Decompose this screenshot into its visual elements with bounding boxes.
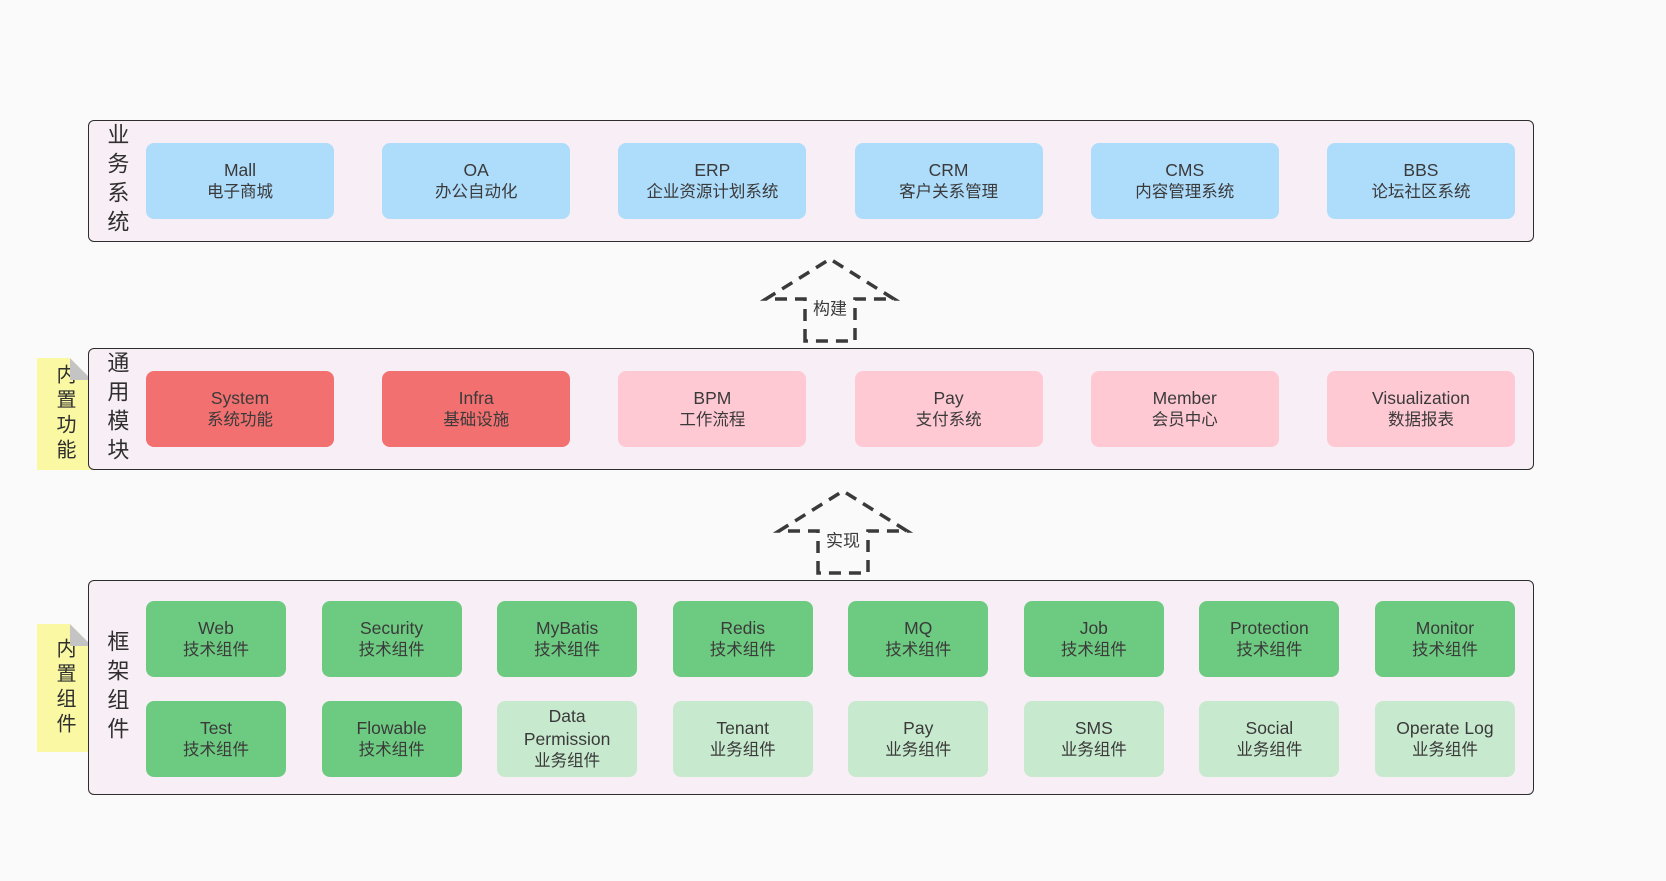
box-redis: Redis 技术组件 — [672, 601, 813, 677]
arrow-build-label: 构建 — [810, 293, 850, 321]
panel-framework-components-label: 框架组件 — [104, 629, 130, 746]
box-flowable: Flowable 技术组件 — [321, 701, 462, 777]
box-system: System 系统功能 — [146, 371, 334, 447]
box-job: Job 技术组件 — [1023, 601, 1164, 677]
box-infra: Infra 基础设施 — [382, 371, 571, 447]
box-tenant: Tenant 业务组件 — [672, 701, 813, 777]
box-visualization: Visualization 数据报表 — [1326, 371, 1515, 447]
box-protection: Protection 技术组件 — [1199, 601, 1340, 677]
framework-components-row-1: Web 技术组件 Security 技术组件 MyBatis 技术组件 Redi… — [146, 601, 1515, 677]
box-pay-module: Pay 支付系统 — [854, 371, 1043, 447]
box-security: Security 技术组件 — [321, 601, 462, 677]
box-web: Web 技术组件 — [146, 601, 286, 677]
sticky-builtin-features: 内置功能 — [37, 358, 92, 470]
box-oa: OA 办公自动化 — [382, 143, 571, 219]
box-sms: SMS 业务组件 — [1023, 701, 1164, 777]
box-crm: CRM 客户关系管理 — [854, 143, 1043, 219]
panel-framework-components: 框架组件 Web 技术组件 Security 技术组件 MyBatis 技术组件… — [88, 580, 1534, 795]
box-test: Test 技术组件 — [146, 701, 286, 777]
box-cms: CMS 内容管理系统 — [1090, 143, 1279, 219]
box-operate-log: Operate Log 业务组件 — [1374, 701, 1515, 777]
box-mall: Mall 电子商城 — [146, 143, 334, 219]
common-modules-row: System 系统功能 Infra 基础设施 BPM 工作流程 Pay 支付系统… — [146, 371, 1515, 447]
box-mybatis: MyBatis 技术组件 — [497, 601, 638, 677]
box-monitor: Monitor 技术组件 — [1374, 601, 1515, 677]
panel-common-modules-label: 通用模块 — [104, 351, 130, 467]
up-arrow-icon — [760, 256, 900, 343]
up-arrow-icon — [773, 488, 913, 575]
box-bpm: BPM 工作流程 — [618, 371, 807, 447]
box-data-permission: Data Permission 业务组件 — [497, 701, 638, 777]
sticky-builtin-components: 内置组件 — [37, 624, 92, 752]
box-erp: ERP 企业资源计划系统 — [618, 143, 807, 219]
dashed-up-arrow-build: 构建 — [760, 255, 900, 343]
panel-business-systems: 业务系统 Mall 电子商城 OA 办公自动化 ERP 企业资源计划系统 CRM… — [88, 120, 1534, 242]
business-systems-row: Mall 电子商城 OA 办公自动化 ERP 企业资源计划系统 CRM 客户关系… — [146, 143, 1515, 219]
box-bbs: BBS 论坛社区系统 — [1326, 143, 1515, 219]
panel-business-systems-label: 业务系统 — [104, 123, 130, 239]
framework-components-row-2: Test 技术组件 Flowable 技术组件 Data Permission … — [146, 701, 1515, 777]
box-mq: MQ 技术组件 — [848, 601, 989, 677]
box-member: Member 会员中心 — [1090, 371, 1279, 447]
box-social: Social 业务组件 — [1199, 701, 1340, 777]
dashed-up-arrow-implement: 实现 — [773, 487, 913, 575]
arrow-implement-label: 实现 — [823, 525, 863, 553]
box-pay-component: Pay 业务组件 — [848, 701, 989, 777]
panel-common-modules: 通用模块 System 系统功能 Infra 基础设施 BPM 工作流程 Pay… — [88, 348, 1534, 470]
